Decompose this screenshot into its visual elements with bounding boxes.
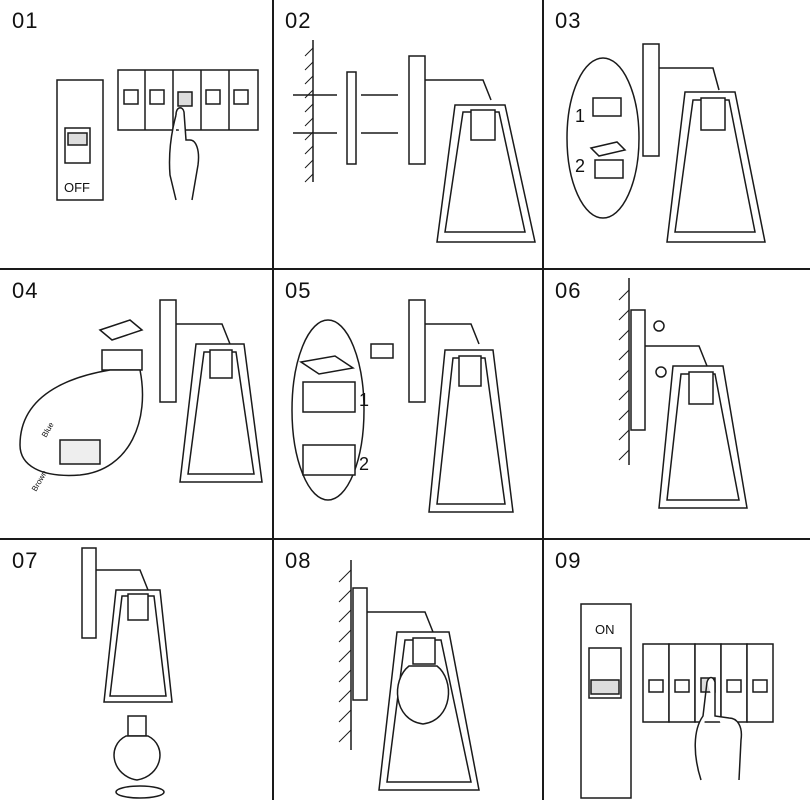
on-label: ON bbox=[595, 622, 615, 637]
step-number: 09 bbox=[555, 548, 582, 573]
grid-divider-h2 bbox=[0, 538, 810, 540]
lamp-backplate bbox=[630, 309, 646, 431]
step-05-panel: 05 1 2 bbox=[273, 270, 543, 538]
grid-divider-v2 bbox=[542, 0, 544, 800]
breaker-off-illustration: OFF bbox=[56, 69, 259, 201]
step-number: 07 bbox=[12, 548, 39, 573]
hand-pointing bbox=[694, 676, 743, 781]
off-label: OFF bbox=[64, 180, 90, 195]
step-03-panel: 03 1 2 bbox=[543, 0, 810, 268]
insert-bulb-illustration bbox=[81, 547, 173, 799]
lamp-backplate bbox=[642, 43, 660, 157]
callout-2: 2 bbox=[575, 156, 585, 176]
detail-bubble bbox=[19, 369, 144, 477]
step-number: 06 bbox=[555, 278, 582, 303]
main-switch-panel bbox=[580, 603, 632, 799]
detail-bubble bbox=[566, 57, 640, 219]
lamp-backplate bbox=[159, 299, 177, 403]
mount-lamp-illustration bbox=[618, 278, 748, 509]
step-number: 04 bbox=[12, 278, 39, 303]
lamp-backplate bbox=[408, 55, 426, 165]
wire-label-brown: Brown bbox=[30, 469, 49, 493]
callout-2: 2 bbox=[359, 454, 369, 474]
bulb-base bbox=[127, 715, 147, 737]
step-number: 03 bbox=[555, 8, 582, 33]
junction-box-close-illustration: 1 2 bbox=[291, 299, 514, 513]
step-09-panel: 09 ON bbox=[543, 540, 810, 808]
lamp-backplate bbox=[408, 299, 426, 403]
lamp-backplate bbox=[352, 587, 368, 701]
callout-1: 1 bbox=[575, 106, 585, 126]
rotate-arrow bbox=[115, 785, 165, 799]
step-04-panel: 04 Blue Brown bbox=[0, 270, 270, 538]
step-number: 08 bbox=[285, 548, 312, 573]
light-bulb bbox=[113, 735, 161, 781]
step-number: 02 bbox=[285, 8, 312, 33]
breaker-on-illustration: ON bbox=[580, 603, 774, 799]
lamp-backplate bbox=[81, 547, 97, 639]
mounting-plate bbox=[346, 71, 357, 165]
step-number: 05 bbox=[285, 278, 312, 303]
installed-bulb-illustration bbox=[338, 560, 480, 791]
grid-divider-h1 bbox=[0, 268, 810, 270]
grid-divider-v1 bbox=[272, 0, 274, 800]
wiring-illustration: Blue Brown bbox=[19, 299, 263, 493]
light-bulb bbox=[396, 665, 450, 725]
hand-pointing bbox=[168, 107, 200, 201]
step-01-panel: 01 OFF bbox=[0, 0, 270, 268]
junction-box-open-illustration: 1 2 bbox=[566, 43, 766, 243]
step-06-panel: 06 bbox=[543, 270, 810, 538]
step-07-panel: 07 bbox=[0, 540, 270, 808]
mounting-plate-illustration bbox=[293, 40, 536, 243]
callout-1: 1 bbox=[359, 390, 369, 410]
step-08-panel: 08 bbox=[273, 540, 543, 808]
step-number: 01 bbox=[12, 8, 39, 33]
step-02-panel: 02 bbox=[273, 0, 543, 268]
